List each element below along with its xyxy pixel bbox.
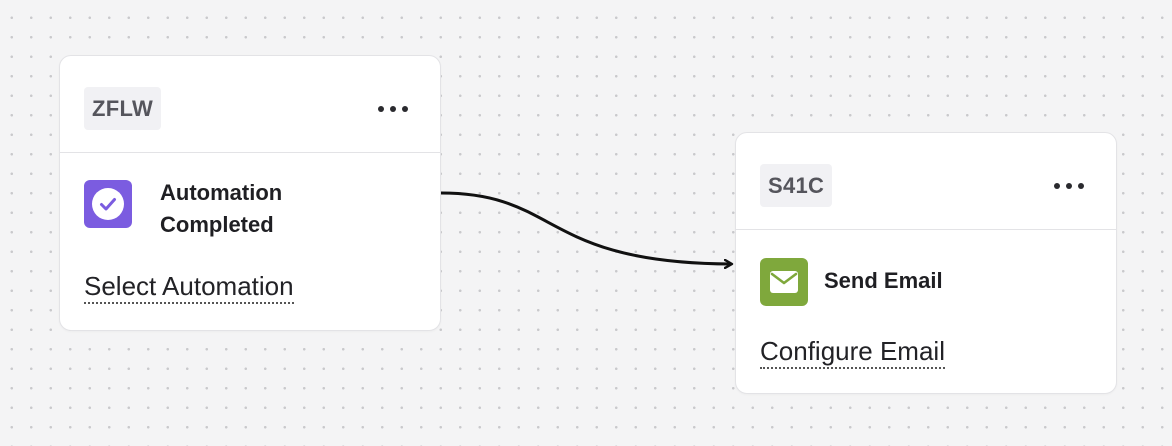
- configure-email-link[interactable]: Configure Email: [760, 335, 945, 369]
- dot-icon: [402, 106, 408, 112]
- more-options-button[interactable]: [1054, 173, 1084, 199]
- action-node[interactable]: S41C Send Email Configure Email: [735, 132, 1117, 394]
- trigger-node[interactable]: ZFLW Automation Completed Select Automat…: [59, 55, 441, 331]
- node-header: S41C: [736, 133, 1116, 230]
- step-title-line1: Automation: [160, 180, 283, 205]
- step-title: Automation Completed: [160, 177, 282, 241]
- check-circle-icon: [84, 180, 132, 228]
- dot-icon: [1078, 183, 1084, 189]
- more-options-button[interactable]: [378, 96, 408, 122]
- dot-icon: [378, 106, 384, 112]
- dot-icon: [1066, 183, 1072, 189]
- node-id-badge: S41C: [760, 164, 833, 207]
- step-title: Send Email: [824, 268, 943, 293]
- step-title-line2: Completed: [160, 212, 274, 237]
- dot-icon: [1054, 183, 1060, 189]
- dot-icon: [390, 106, 396, 112]
- envelope-icon: [760, 258, 808, 306]
- node-header: ZFLW: [60, 56, 440, 153]
- select-automation-link[interactable]: Select Automation: [84, 270, 294, 304]
- node-id-badge: ZFLW: [84, 87, 162, 130]
